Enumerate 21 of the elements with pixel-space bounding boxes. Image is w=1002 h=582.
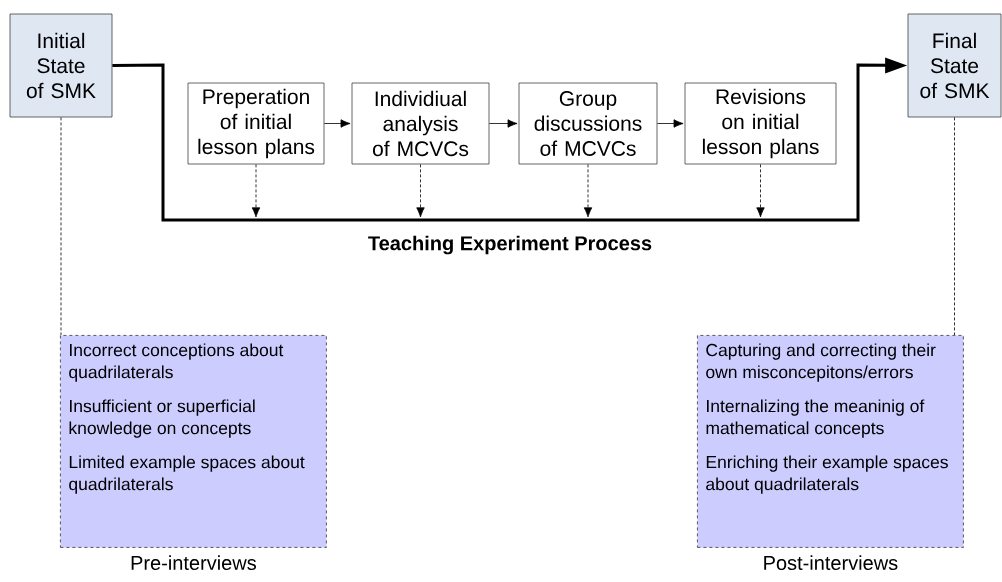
arrow bbox=[324, 119, 351, 128]
arrow bbox=[416, 164, 425, 218]
node-label: Post-interviews bbox=[764, 555, 898, 570]
arrow bbox=[583, 164, 593, 218]
process-box: Individiual analysis of MCVCs bbox=[351, 82, 490, 165]
arrow bbox=[251, 164, 261, 218]
edge-label: Teaching Experiment Process bbox=[365, 233, 655, 257]
note-box: Capturing and correcting their own misconcepitons/errors Internalizing the meaninig of mathematical concepts Enriching their example spaces about quadrilaterals bbox=[697, 335, 964, 548]
arrow bbox=[489, 119, 518, 128]
process-box: Group discussions of MCVCs bbox=[518, 82, 658, 165]
process-box: Preperation of initial lesson plans bbox=[187, 82, 325, 165]
arrow bbox=[657, 119, 684, 128]
connector bbox=[60, 117, 62, 336]
note-box: Incorrect conceptions about quadrilaterals Insufficient or superficial knowledge on concepts Limited example spaces about quadrilaterals bbox=[60, 335, 327, 548]
state-box: Final State of SMK bbox=[907, 13, 1002, 118]
state-box: Initial State of SMK bbox=[9, 13, 113, 118]
connector bbox=[954, 117, 955, 336]
node-label: Pre-interviews bbox=[131, 555, 256, 570]
process-box: Revisions on initial lesson plans bbox=[684, 82, 837, 165]
arrow bbox=[112, 57, 908, 222]
arrow bbox=[756, 164, 765, 218]
